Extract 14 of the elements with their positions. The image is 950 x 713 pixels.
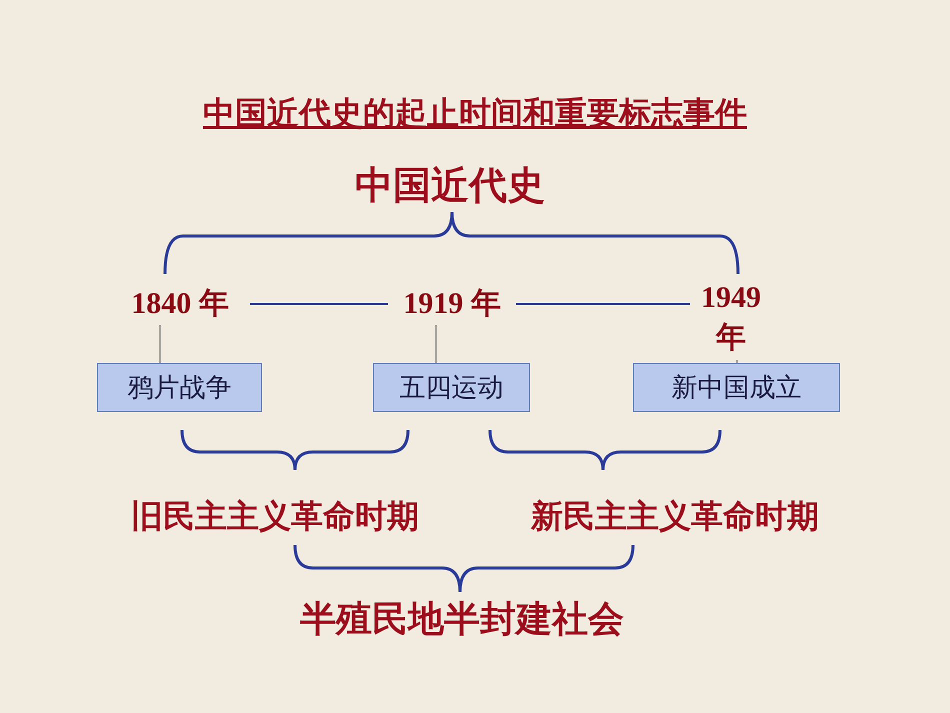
event-box: 鸦片战争: [97, 363, 262, 412]
period-label: 旧民主主义革命时期: [130, 496, 420, 537]
year-label: 1840 年: [110, 283, 250, 325]
event-box: 新中国成立: [633, 363, 840, 412]
event-box: 五四运动: [373, 363, 530, 412]
connector-line: [250, 303, 388, 305]
period-label: 半殖民地半封建社会: [299, 598, 625, 642]
year-label: 1949 年: [690, 276, 772, 360]
connector-line: [516, 303, 690, 305]
slide-title: 中国近代史的起止时间和重要标志事件: [202, 93, 748, 134]
year-label: 1919 年: [388, 283, 516, 325]
period-label: 新民主主义革命时期: [530, 496, 820, 537]
period-heading: 中国近代史: [354, 162, 546, 209]
connector-line: [736, 360, 738, 364]
